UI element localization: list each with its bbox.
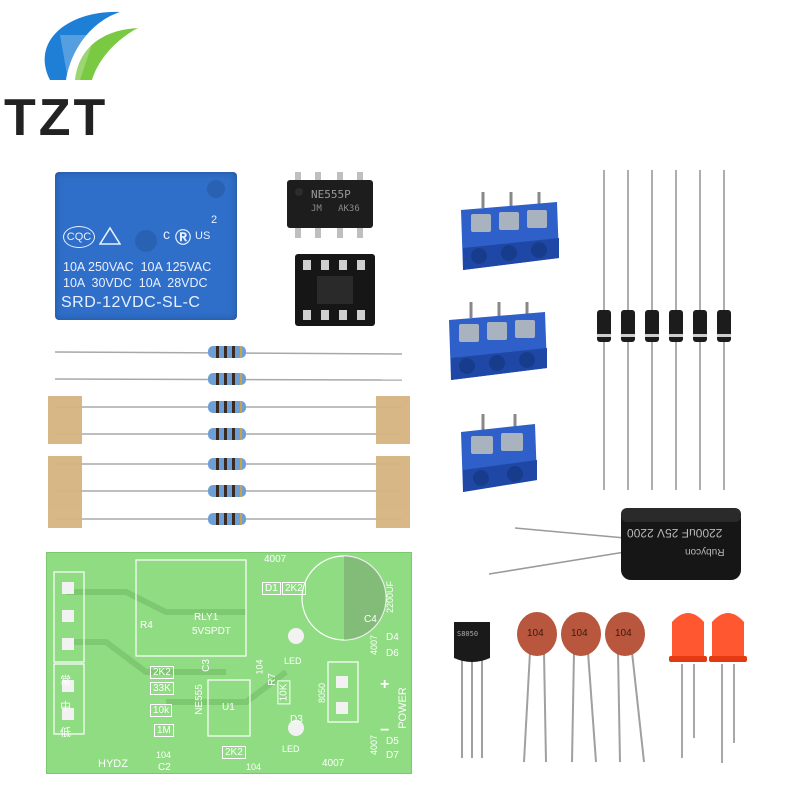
relay-hole: [135, 230, 157, 252]
ic-socket: [295, 254, 375, 326]
transistor: S8050: [452, 618, 492, 758]
relay-cert-c: c: [163, 226, 170, 242]
pcb-label: LED: [284, 656, 302, 666]
ceramic-capacitor-value: 104: [615, 628, 632, 639]
pcb-traces: [53, 555, 387, 737]
ic-marking-2: JM AK36: [311, 204, 360, 214]
pcb-label: D3: [290, 714, 303, 725]
pcb-label: D1: [262, 582, 281, 595]
capacitor-brand: Rubycon: [685, 546, 725, 557]
pcb-label: 33K: [150, 682, 174, 695]
relay-rating-line1: 10A 250VAC 10A 125VAC: [63, 260, 212, 274]
relay: CQC c Ⓡ US 2 10A 250VAC 10A 125VAC 10A 3…: [55, 172, 237, 320]
relay-rating-line2: 10A 30VDC 10A 28VDC: [63, 276, 208, 290]
brand-name: TZT: [4, 89, 109, 147]
pcb-label: 10k: [150, 704, 173, 717]
relay-model: SRD-12VDC-SL-C: [61, 294, 201, 311]
pcb-label: 8050: [317, 682, 328, 704]
relay-cert-us: US: [195, 230, 211, 242]
relay-warning-triangle-icon: [99, 226, 121, 245]
terminal-block-3pin: [461, 192, 559, 270]
pcb-label: NE555: [193, 684, 205, 715]
red-leds: [669, 613, 747, 763]
pcb-label: 1M: [154, 724, 174, 737]
ceramic-capacitor-value: 104: [527, 628, 544, 639]
relay-cert-num: 2: [211, 214, 218, 226]
pcb-label: 104: [156, 750, 172, 760]
pcb-label: POWER: [396, 687, 409, 729]
pcb-label: D5: [386, 736, 399, 747]
relay-cert-ul-icon: Ⓡ: [175, 230, 192, 247]
pcb-label: D6: [386, 648, 399, 659]
pcb-label: RLY1: [194, 612, 219, 623]
ceramic-capacitor: 104: [512, 612, 562, 762]
pcb-label: HYDZ: [98, 758, 128, 770]
pcb-label: LED: [282, 744, 300, 754]
ceramic-capacitor: 104: [556, 612, 606, 762]
pcb-label: D7: [386, 750, 399, 761]
capacitor-value: 2200uF 25V 2200: [627, 526, 723, 540]
pcb-label: 5VSPDT: [192, 626, 231, 637]
pcb-label: 104: [254, 659, 265, 675]
pcb-label: 常: [60, 675, 71, 687]
pcb-board: 4007 D1 2K2 RLY1 R4 5VSPDT C4 2200UF D4 …: [46, 552, 412, 774]
brand-logo: TZT: [0, 0, 160, 150]
transistor-marking: S8050: [457, 630, 479, 638]
relay-hole: [207, 180, 225, 198]
relay-cert-cqc: CQC: [63, 226, 95, 248]
pcb-label: C3: [200, 659, 212, 672]
pcb-label: 2K2: [222, 746, 246, 759]
pcb-label: 4007: [369, 734, 380, 756]
pcb-label: 104: [246, 762, 262, 772]
pcb-label: C4: [364, 614, 377, 625]
pcb-label: 10K: [277, 680, 291, 705]
ic-pins-icon: [287, 172, 373, 238]
ic-marking-1: NE555P: [311, 188, 351, 201]
pcb-label: 4007: [264, 554, 287, 565]
pcb-label: R4: [140, 620, 153, 631]
pcb-label: 2K2: [150, 666, 174, 679]
ceramic-capacitor-value: 104: [571, 628, 588, 639]
pcb-label: +: [380, 676, 390, 693]
pcb-label: 4007: [322, 758, 345, 769]
brand-swoosh-icon: [44, 11, 138, 80]
resistors: [48, 346, 410, 528]
terminal-block-2pin: [461, 414, 537, 492]
pcb-label: 中: [60, 701, 71, 713]
electrolytic-capacitor: 2200uF 25V 2200 Rubycon: [485, 498, 745, 598]
pcb-label: D4: [386, 632, 399, 643]
pcb-label: C2: [158, 762, 171, 773]
pcb-label: −: [380, 722, 390, 739]
diodes-1n4007: [597, 170, 731, 490]
ic-chip: NE555P JM AK36: [285, 172, 375, 238]
pcb-label: 2200UF: [385, 580, 396, 614]
terminal-block-3pin: [449, 302, 547, 380]
pcb-label: 低: [60, 727, 71, 739]
pcb-label: R7: [266, 673, 278, 686]
pcb-label: 4007: [369, 634, 380, 656]
pcb-label: U1: [222, 702, 235, 713]
ceramic-capacitor: 104: [600, 612, 650, 762]
pcb-label: 2K2: [282, 582, 306, 595]
